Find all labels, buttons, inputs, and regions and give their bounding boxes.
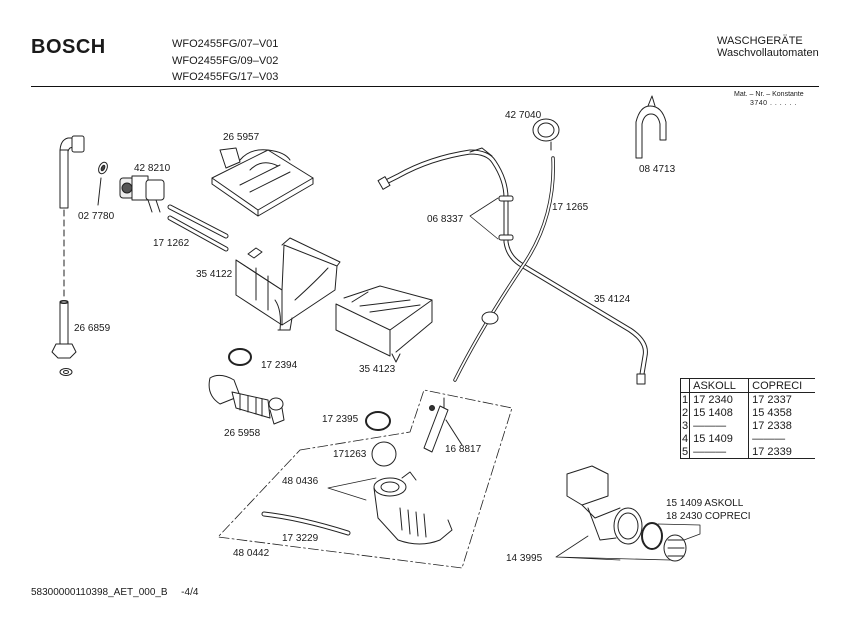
- table-header-row: ASKOLL COPRECI: [680, 378, 816, 393]
- part-label-427040: 42 7040: [505, 110, 542, 121]
- dispenser-drawer-part: [335, 285, 433, 363]
- part-label-027780: 02 7780: [78, 211, 115, 222]
- pump-variants-table: ASKOLL COPRECI 1 17 2340 17 2337 2 15 14…: [680, 378, 816, 459]
- table-row: 4 15 1409 ———: [680, 432, 816, 445]
- part-label-182430-copreci: 18 2430 COPRECI: [666, 511, 751, 522]
- part-label-265958: 26 5958: [224, 428, 261, 439]
- part-label-172395: 17 2395: [322, 414, 359, 425]
- hose-fork-part: [635, 95, 667, 159]
- pressure-switch-part: [532, 118, 560, 151]
- part-label-168817: 16 8817: [445, 444, 482, 455]
- header-divider: [31, 86, 819, 87]
- part-label-173229: 17 3229: [282, 533, 319, 544]
- row-index: 1: [680, 392, 691, 406]
- table-header-index: [680, 378, 691, 393]
- drain-tube-part: [261, 511, 351, 536]
- dispenser-housing-part: [235, 237, 341, 331]
- level-sensor-part: [423, 397, 463, 453]
- part-label-266859: 26 6859: [74, 323, 111, 334]
- table-row: 5 ——— 17 2339: [680, 445, 816, 459]
- bellows-hose-part: [208, 374, 285, 425]
- part-label-143995: 14 3995: [506, 553, 543, 564]
- table-row: 2 15 1408 15 4358: [680, 406, 816, 419]
- part-label-265957: 26 5957: [223, 132, 260, 143]
- part-label-480436: 48 0436: [282, 476, 319, 487]
- footer: 58300000110398_AET_000_B -4/4: [31, 587, 198, 598]
- page-number: -4/4: [181, 587, 199, 598]
- part-label-480442: 48 0442: [233, 548, 270, 559]
- copreci-part: 17 2339: [752, 445, 792, 458]
- document-id: 58300000110398_AET_000_B: [31, 587, 168, 598]
- row-index: 3: [680, 419, 691, 432]
- row-index: 4: [680, 432, 691, 445]
- part-label-171262: 17 1262: [153, 238, 190, 249]
- copreci-part: ———: [752, 432, 786, 445]
- subcategory-title: Waschvollautomaten: [717, 47, 819, 59]
- material-number-label: Mat. – Nr. – Konstante: [734, 91, 804, 98]
- copreci-part: 15 4358: [752, 406, 792, 419]
- model-number-2: WFO2455FG/09–V02: [172, 55, 279, 67]
- inlet-pipe-lower-part: [51, 300, 77, 376]
- drain-pump-part: [555, 465, 701, 562]
- inlet-elbow-pipe-part: [59, 135, 85, 301]
- material-number-value: 3740 . . . . . .: [750, 100, 797, 107]
- part-label-151409-askoll: 15 1409 ASKOLL: [666, 498, 744, 509]
- hose-pair-part: [167, 204, 229, 252]
- pressure-hose-part: [453, 156, 555, 382]
- part-label-354122: 35 4122: [196, 269, 233, 280]
- dispenser-cover-part: [211, 147, 314, 217]
- part-label-171265: 17 1265: [552, 202, 589, 213]
- brand-logo: BOSCH: [31, 36, 106, 58]
- hose-assembly-part: [377, 147, 648, 385]
- copreci-part: 17 2337: [752, 393, 792, 406]
- askoll-part: 17 2340: [689, 392, 750, 406]
- model-number-1: WFO2455FG/07–V01: [172, 38, 279, 50]
- part-label-171263: 171263: [333, 449, 367, 460]
- sump-assembly-boundary: [217, 389, 513, 569]
- model-number-3: WFO2455FG/17–V03: [172, 71, 279, 83]
- part-label-068337: 06 8337: [427, 214, 464, 225]
- askoll-part: ———: [689, 419, 750, 432]
- inlet-valve-part: [119, 175, 165, 213]
- askoll-part: ———: [689, 445, 750, 459]
- category-title: WASCHGERÄTE: [717, 35, 803, 47]
- seal-ring-part: [228, 348, 252, 366]
- sump-seal-part: [365, 411, 391, 431]
- table-row: 1 17 2340 17 2337: [680, 392, 816, 406]
- sump-part: [327, 471, 453, 545]
- row-index: 2: [680, 406, 691, 419]
- part-label-428210: 42 8210: [134, 163, 171, 174]
- part-label-172394: 17 2394: [261, 360, 298, 371]
- table-row: 3 ——— 17 2338: [680, 419, 816, 432]
- part-label-084713: 08 4713: [639, 164, 676, 175]
- row-index: 5: [680, 445, 691, 459]
- part-label-354123: 35 4123: [359, 364, 396, 375]
- sump-ball-part: [371, 441, 397, 467]
- askoll-part: 15 1409: [689, 432, 750, 445]
- part-label-354124: 35 4124: [594, 294, 631, 305]
- copreci-part: 17 2338: [752, 419, 792, 432]
- table-header-askoll: ASKOLL: [689, 378, 750, 393]
- washer-part: [97, 161, 108, 206]
- table-header-copreci: COPRECI: [748, 378, 816, 393]
- askoll-part: 15 1408: [689, 406, 750, 419]
